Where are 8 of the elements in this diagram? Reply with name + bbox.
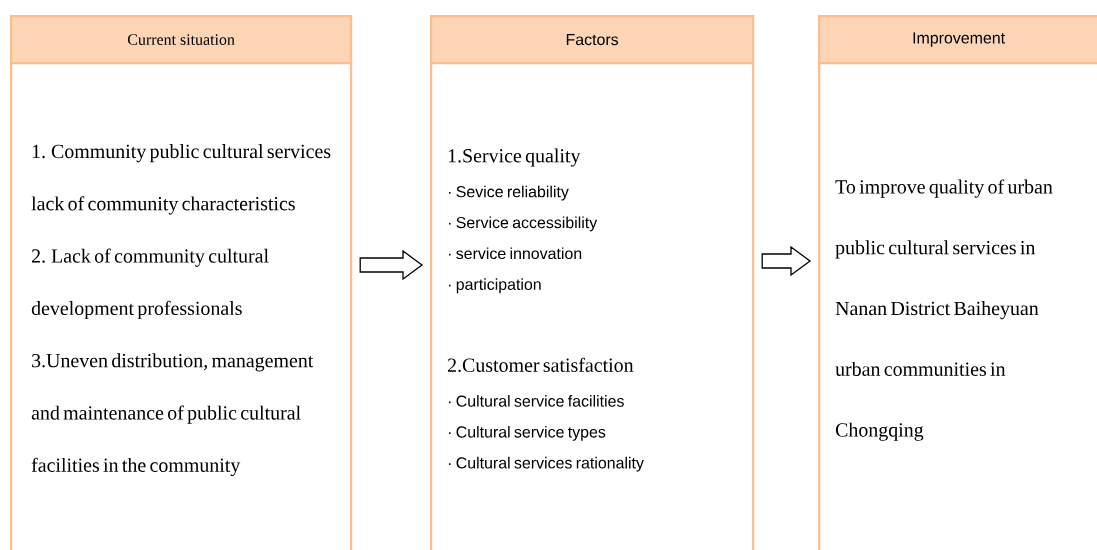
content-box: To improve quality of urban public cultural services in Nanan District Baiheyuan urban communities in Chongqing (818, 62, 1097, 550)
block-arrow (359, 249, 424, 281)
header-box: Factors (430, 15, 755, 65)
block-arrow (761, 245, 812, 277)
content-box: 1.Service quality · Sevice reliability · Service accessibility · service innovation · participation 2.Customer satisfaction · Cultural service facilities · Cultural service types · Cultural services rationality (430, 62, 755, 550)
header-box: Improvement (818, 15, 1097, 65)
header-box: Current situation (10, 15, 353, 65)
content-box: 1. Community public cultural services lack of community characteristics 2. Lack of community cultural development professionals 3.Uneven distribution, management and maintenance of public cultural facilities in the community (10, 62, 353, 550)
